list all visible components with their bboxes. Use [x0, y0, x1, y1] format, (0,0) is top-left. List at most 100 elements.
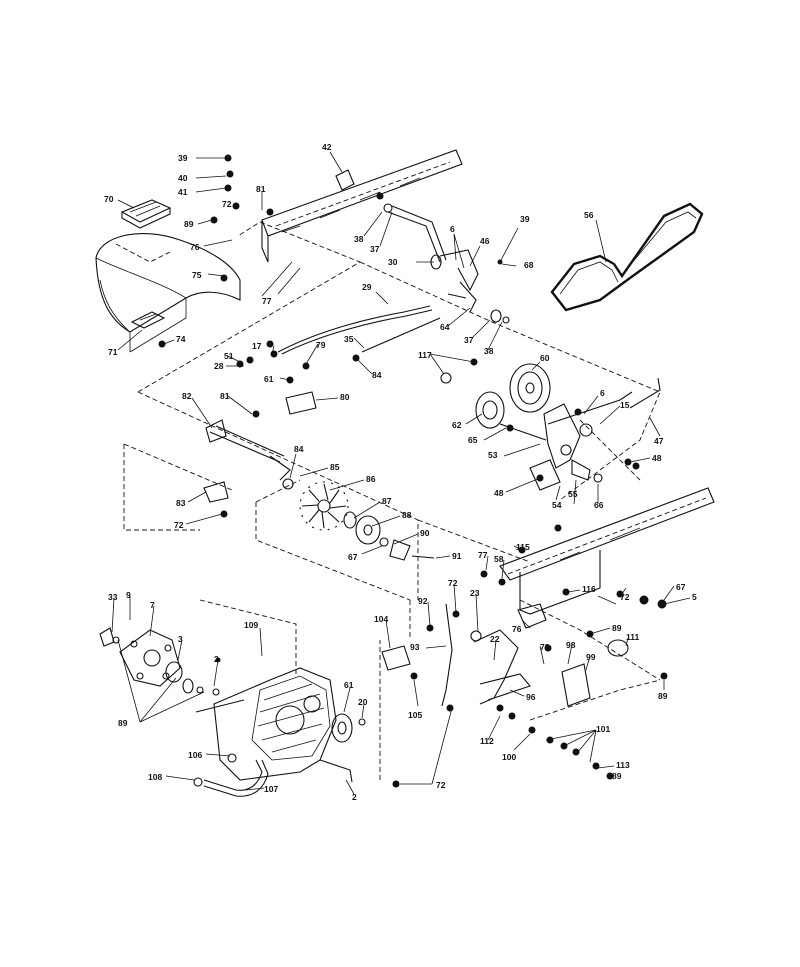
- linkage-rods: [209, 205, 661, 463]
- fasteners: [158, 154, 668, 788]
- part-label: 82: [182, 391, 192, 401]
- part-label: 91: [452, 551, 462, 561]
- part-label: 39: [520, 214, 530, 224]
- part-label: 39: [178, 153, 188, 163]
- part-label: 76: [512, 624, 522, 634]
- part-label: 68: [524, 260, 534, 270]
- part-label: 72: [448, 578, 458, 588]
- part-label: 100: [502, 752, 516, 762]
- part-label: 111: [626, 632, 640, 642]
- part-label: 48: [494, 488, 504, 498]
- part-label: 96: [526, 692, 536, 702]
- part-labels: 39 40 41 42 70 72 81 89 76 75 77 71 74 3…: [104, 142, 697, 802]
- bracket: [130, 311, 166, 329]
- part-label: 56: [584, 210, 594, 220]
- part-label: 116: [582, 584, 596, 594]
- part-label: 37: [464, 335, 474, 345]
- part-label: 6: [450, 224, 455, 234]
- transaxle: [195, 667, 366, 783]
- part-label: 66: [594, 500, 604, 510]
- part-label: 79: [316, 340, 326, 350]
- part-label: 37: [370, 244, 380, 254]
- part-label: 15: [620, 400, 630, 410]
- part-label: 85: [330, 462, 340, 472]
- part-label: 104: [374, 614, 388, 624]
- lever-brackets: [203, 391, 317, 503]
- part-label: 5: [692, 592, 697, 602]
- part-label: 29: [362, 282, 372, 292]
- part-label: 115: [516, 542, 530, 552]
- pedal-pad: [120, 199, 172, 229]
- part-label: 101: [596, 724, 610, 734]
- wheel-hub: [99, 627, 220, 696]
- frame-rail-lower: [499, 487, 715, 615]
- part-label: 113: [616, 760, 630, 770]
- part-label: 6: [600, 388, 605, 398]
- part-label: 105: [408, 710, 422, 720]
- part-label: 2: [214, 654, 219, 664]
- part-label: 81: [256, 184, 266, 194]
- part-label: 38: [354, 234, 364, 244]
- part-label: 42: [322, 142, 332, 152]
- part-label: 89: [658, 691, 668, 701]
- idler-arm: [499, 403, 603, 491]
- fan-assembly: [299, 481, 435, 561]
- part-label: 84: [372, 370, 382, 380]
- part-label: 83: [176, 498, 186, 508]
- part-label: 117: [418, 350, 432, 360]
- part-label: 73: [540, 642, 550, 652]
- part-label: 112: [480, 736, 494, 746]
- part-label: 108: [148, 772, 162, 782]
- part-label: 88: [402, 510, 412, 520]
- part-label: 75: [192, 270, 202, 280]
- brake-linkage: [381, 603, 629, 707]
- part-label: 70: [104, 194, 114, 204]
- part-label: 87: [382, 496, 392, 506]
- assembly-boundaries: [123, 221, 661, 780]
- part-label: 53: [488, 450, 498, 460]
- part-label: 72: [222, 199, 232, 209]
- part-label: 64: [440, 322, 450, 332]
- part-label: 23: [470, 588, 480, 598]
- part-label: 77: [478, 550, 488, 560]
- part-label: 20: [358, 697, 368, 707]
- part-label: 72: [620, 592, 630, 602]
- part-label: 67: [676, 582, 686, 592]
- part-label: 77: [262, 296, 272, 306]
- part-label: 2: [352, 792, 357, 802]
- part-label: 92: [418, 596, 428, 606]
- part-label: 40: [178, 173, 188, 183]
- part-label: 47: [654, 436, 664, 446]
- part-label: 58: [494, 554, 504, 564]
- part-label: 35: [344, 334, 354, 344]
- part-label: 89: [184, 219, 194, 229]
- part-label: 30: [388, 257, 398, 267]
- part-label: 46: [480, 236, 490, 246]
- part-label: 86: [366, 474, 376, 484]
- part-label: 17: [252, 341, 262, 351]
- part-label: 74: [176, 334, 186, 344]
- part-label: 93: [410, 642, 420, 652]
- part-label: 55: [568, 489, 578, 499]
- part-label: 67: [348, 552, 358, 562]
- part-label: 99: [586, 652, 596, 662]
- part-label: 76: [190, 242, 200, 252]
- part-label: 89: [612, 623, 622, 633]
- pulleys: [440, 363, 551, 429]
- part-label: 89: [612, 771, 622, 781]
- part-label: 9: [126, 590, 131, 600]
- frame-rail-upper: [261, 149, 463, 263]
- part-label: 3: [178, 634, 183, 644]
- part-label: 81: [220, 391, 230, 401]
- part-label: 61: [344, 680, 354, 690]
- part-label: 60: [540, 353, 550, 363]
- part-label: 65: [468, 435, 478, 445]
- part-label: 51: [224, 351, 234, 361]
- part-label: 22: [490, 634, 500, 644]
- part-label: 109: [244, 620, 258, 630]
- part-label: 28: [214, 361, 224, 371]
- part-label: 48: [652, 453, 662, 463]
- part-label: 54: [552, 500, 562, 510]
- part-label: 7: [150, 600, 155, 610]
